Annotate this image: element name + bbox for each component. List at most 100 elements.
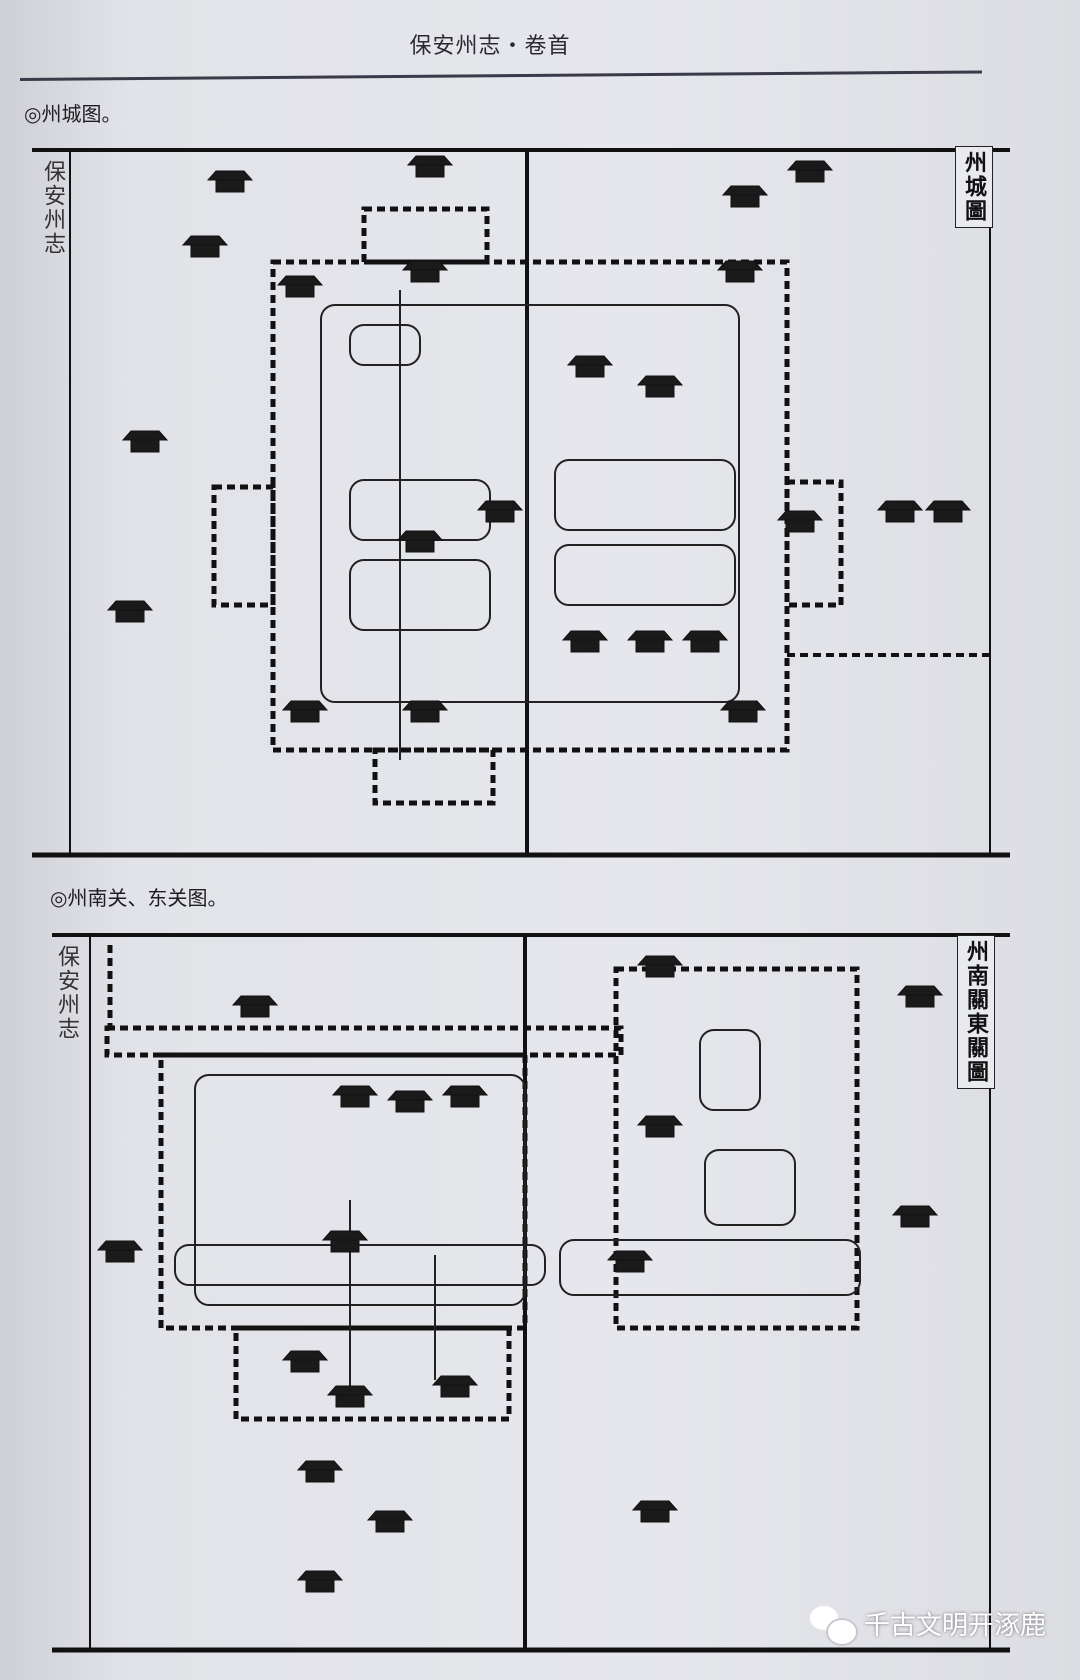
city-wall (211, 484, 276, 608)
temple-building-icon (786, 160, 834, 183)
street (704, 1149, 796, 1226)
temple-building-icon (181, 235, 229, 258)
temple-building-icon (891, 1205, 939, 1228)
temple-building-icon (396, 530, 444, 553)
temple-building-icon (924, 500, 972, 523)
street (699, 1029, 761, 1111)
city-wall (104, 1025, 624, 1058)
roof-shape (386, 1090, 434, 1113)
temple-building-icon (281, 700, 329, 723)
roof-shape (281, 700, 329, 723)
roof-shape (366, 1510, 414, 1533)
roof-shape (924, 500, 972, 523)
temple-building-icon (636, 375, 684, 398)
temple-building-icon (431, 1375, 479, 1398)
temple-building-icon (296, 1570, 344, 1593)
temple-building-icon (719, 700, 767, 723)
temple-building-icon (626, 630, 674, 653)
roof-shape (566, 355, 614, 378)
roof-shape (321, 1230, 369, 1253)
roof-shape (231, 995, 279, 1018)
roof-shape (406, 155, 454, 178)
temple-building-icon (276, 275, 324, 298)
roof-shape (626, 630, 674, 653)
street (554, 459, 736, 531)
map1-caption: ◎州城图。 (24, 102, 122, 126)
temple-building-icon (636, 1115, 684, 1138)
map1-side-title: 州城圖 (955, 146, 993, 228)
city-wall (613, 966, 860, 1331)
roof-shape (636, 1115, 684, 1138)
temple-building-icon (401, 260, 449, 283)
temple-building-icon (606, 1250, 654, 1273)
roof-shape (296, 1460, 344, 1483)
roof-shape (96, 1240, 144, 1263)
street (349, 324, 421, 366)
roof-shape (476, 500, 524, 523)
roof-shape (431, 1375, 479, 1398)
roof-shape (776, 510, 824, 533)
roof-shape (281, 1350, 329, 1373)
roof-shape (561, 630, 609, 653)
temple-building-icon (281, 1350, 329, 1373)
watermark-text: 千古文明开涿鹿 (864, 1611, 1047, 1641)
temple-building-icon (716, 260, 764, 283)
temple-building-icon (331, 1085, 379, 1108)
running-header: 保安州志・卷首 (409, 34, 571, 59)
roof-shape (786, 160, 834, 183)
city-wall (784, 479, 844, 608)
temple-building-icon (721, 185, 769, 208)
city-wall (233, 1325, 512, 1422)
temple-building-icon (896, 985, 944, 1008)
roof-shape (891, 1205, 939, 1228)
city-wall (372, 747, 496, 806)
temple-building-icon (321, 1230, 369, 1253)
roof-shape (121, 430, 169, 453)
street (349, 559, 491, 631)
temple-building-icon (366, 1510, 414, 1533)
temple-building-icon (476, 500, 524, 523)
watermark: 千古文明开涿鹿 (810, 1605, 1047, 1646)
roof-shape (106, 600, 154, 623)
temple-building-icon (121, 430, 169, 453)
roof-shape (876, 500, 924, 523)
temple-building-icon (406, 155, 454, 178)
street (559, 1239, 861, 1296)
roof-shape (326, 1385, 374, 1408)
roof-shape (721, 185, 769, 208)
roof-shape (636, 375, 684, 398)
temple-building-icon (636, 955, 684, 978)
temple-building-icon (296, 1460, 344, 1483)
temple-building-icon (96, 1240, 144, 1263)
roof-shape (606, 1250, 654, 1273)
temple-building-icon (776, 510, 824, 533)
temple-building-icon (231, 995, 279, 1018)
temple-building-icon (106, 600, 154, 623)
roof-shape (296, 1570, 344, 1593)
temple-building-icon (441, 1085, 489, 1108)
map2-side-title: 州南關東關圖 (957, 935, 995, 1089)
roof-shape (181, 235, 229, 258)
roof-shape (331, 1085, 379, 1108)
roof-shape (276, 275, 324, 298)
temple-building-icon (566, 355, 614, 378)
temple-building-icon (561, 630, 609, 653)
map1-margin-text: 保安州志 (40, 160, 65, 256)
street (174, 1244, 546, 1286)
map2-caption: ◎州南关、东关图。 (50, 886, 228, 910)
street (320, 304, 740, 703)
street (554, 544, 736, 606)
temple-building-icon (681, 630, 729, 653)
temple-building-icon (401, 700, 449, 723)
map2-margin-text: 保安州志 (54, 945, 79, 1041)
city-wall (361, 206, 490, 265)
roof-shape (401, 700, 449, 723)
roof-shape (206, 170, 254, 193)
roof-shape (636, 955, 684, 978)
temple-building-icon (876, 500, 924, 523)
wechat-icon (810, 1605, 858, 1646)
roof-shape (401, 260, 449, 283)
roof-shape (719, 700, 767, 723)
temple-building-icon (631, 1500, 679, 1523)
